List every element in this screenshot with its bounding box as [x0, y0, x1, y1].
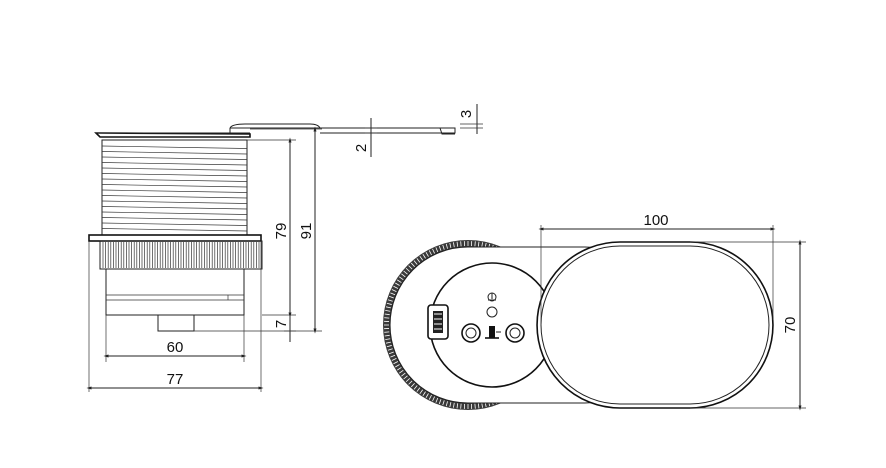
dim-total-height: 91	[298, 223, 315, 240]
dim-body-height: 79	[273, 223, 290, 240]
dim-flange-diameter: 77	[167, 371, 184, 388]
nut-knurl-lines	[103, 242, 262, 268]
thread-lines	[102, 146, 247, 231]
bottom-cap	[158, 315, 194, 331]
top-view: 100 70	[383, 212, 806, 410]
dim-flange-thickness: 2	[353, 144, 370, 152]
threaded-body	[102, 140, 247, 235]
dim-top-length: 100	[643, 212, 668, 229]
dim-lid-thickness: 3	[458, 110, 475, 118]
sliding-lid	[537, 242, 773, 408]
dim-top-width: 70	[782, 317, 799, 334]
dim-bottom-cap: 7	[273, 320, 290, 328]
lower-body	[106, 269, 244, 315]
dim-body-diameter: 60	[167, 339, 184, 356]
lid-cover	[230, 124, 320, 128]
top-plate	[96, 133, 250, 137]
flange	[89, 235, 261, 241]
usb-port-icon	[428, 305, 448, 339]
